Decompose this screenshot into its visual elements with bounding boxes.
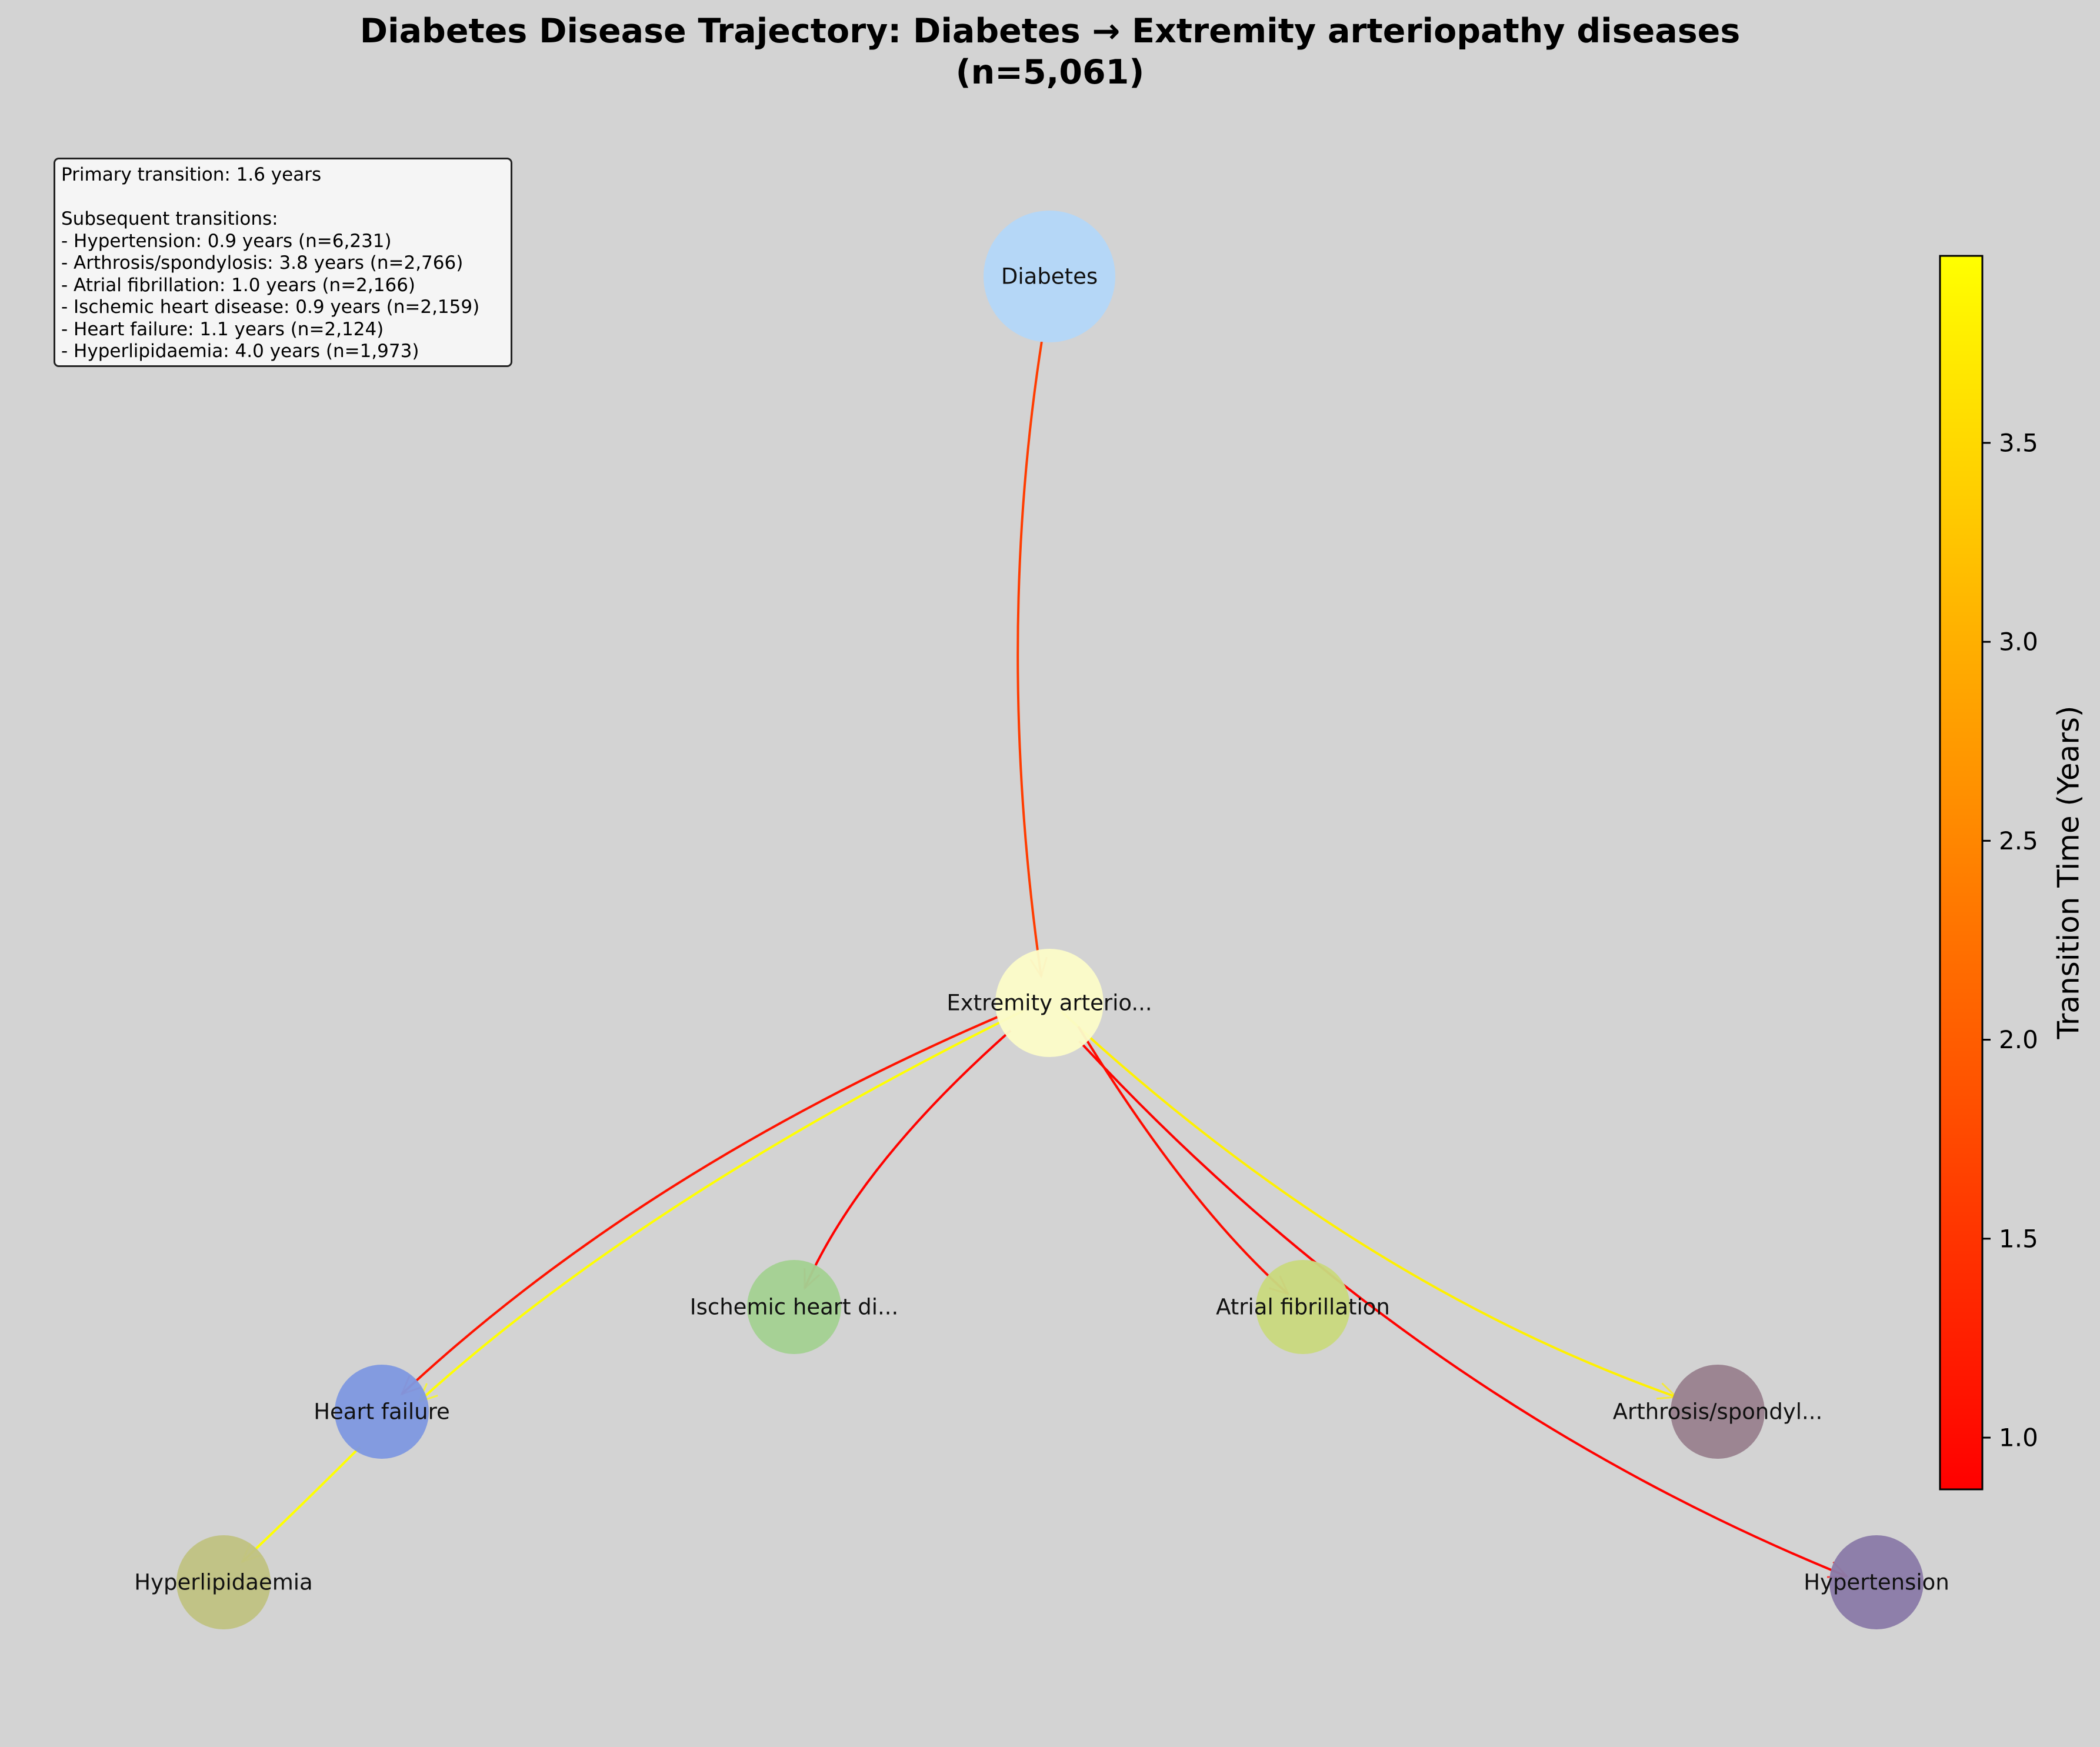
node-label-atrial: Atrial fibrillation [1216, 1295, 1390, 1320]
edge-extremity-to-atrial [1077, 1025, 1289, 1295]
nodes-layer [176, 211, 1924, 1629]
edge-extremity-to-hypertension [1078, 1040, 1848, 1578]
node-atrial [1256, 1260, 1350, 1354]
colorbar-tick-label: 2.5 [1999, 826, 2038, 855]
node-hyperlipidaemia [176, 1535, 271, 1629]
colorbar-tick-label: 1.5 [1999, 1224, 2038, 1253]
node-label-arthrosis: Arthrosis/spondyl... [1613, 1399, 1823, 1425]
node-heart-failure [335, 1365, 429, 1459]
colorbar-ticks: 1.0 1.5 2.0 2.5 3.0 3.5 [1982, 428, 2038, 1452]
info-line: - Ischemic heart disease: 0.9 years (n=2… [61, 296, 480, 318]
title-line-1: Diabetes Disease Trajectory: Diabetes → … [359, 12, 1741, 51]
node-label-extremity: Extremity arterio... [946, 991, 1152, 1016]
node-label-hypertension: Hypertension [1804, 1570, 1949, 1595]
node-label-heart-failure: Heart failure [314, 1399, 450, 1425]
info-line: - Atrial fibrillation: 1.0 years (n=2,16… [61, 274, 416, 296]
node-ischemic [747, 1260, 841, 1354]
transition-info-box: Primary transition: 1.6 years Subsequent… [54, 158, 512, 367]
info-line: - Hypertension: 0.9 years (n=6,231) [61, 230, 392, 252]
edge-extremity-to-heart-failure [401, 1015, 999, 1395]
primary-transition-text: Primary transition: 1.6 years [61, 164, 322, 185]
info-line: - Heart failure: 1.1 years (n=2,124) [61, 318, 384, 340]
colorbar-label: Transition Time (Years) [2052, 706, 2086, 1040]
node-diabetes [984, 211, 1115, 342]
info-line: - Hyperlipidaemia: 4.0 years (n=1,973) [61, 341, 419, 362]
colorbar: 1.0 1.5 2.0 2.5 3.0 3.5 Transition Time (Year… [1939, 255, 2086, 1491]
node-hypertension [1829, 1535, 1924, 1629]
info-line: - Arthrosis/spondylosis: 3.8 years (n=2,… [61, 252, 464, 274]
node-label-ischemic: Ischemic heart di... [690, 1295, 899, 1320]
edge-extremity-to-heart-failure [418, 1009, 1024, 1403]
colorbar-tick-label: 3.0 [1999, 628, 2038, 656]
node-label-hyperlipidaemia: Hyperlipidaemia [134, 1570, 312, 1595]
edge-extremity-to-ischemic [804, 1029, 1012, 1289]
edges-layer [241, 341, 1849, 1578]
colorbar-tick-label: 2.0 [1999, 1025, 2038, 1054]
colorbar-tick-label: 1.0 [1999, 1423, 2038, 1452]
colorbar-gradient [1939, 255, 1984, 1491]
edge-heart_failure-to-hyperlipidaemia [241, 1446, 361, 1563]
edge-diabetes-to-extremity [1016, 341, 1043, 977]
chart-title: Diabetes Disease Trajectory: Diabetes → … [0, 11, 2100, 93]
edge-extremity-to-arthrosis [1061, 1011, 1677, 1398]
colorbar-tick-label: 3.5 [1999, 428, 2038, 457]
subsequent-header: Subsequent transitions: [61, 208, 278, 229]
node-arthrosis [1671, 1365, 1765, 1459]
node-extremity [995, 949, 1104, 1057]
node-label-diabetes: Diabetes [1001, 264, 1098, 289]
title-line-2: (n=5,061) [955, 53, 1145, 92]
